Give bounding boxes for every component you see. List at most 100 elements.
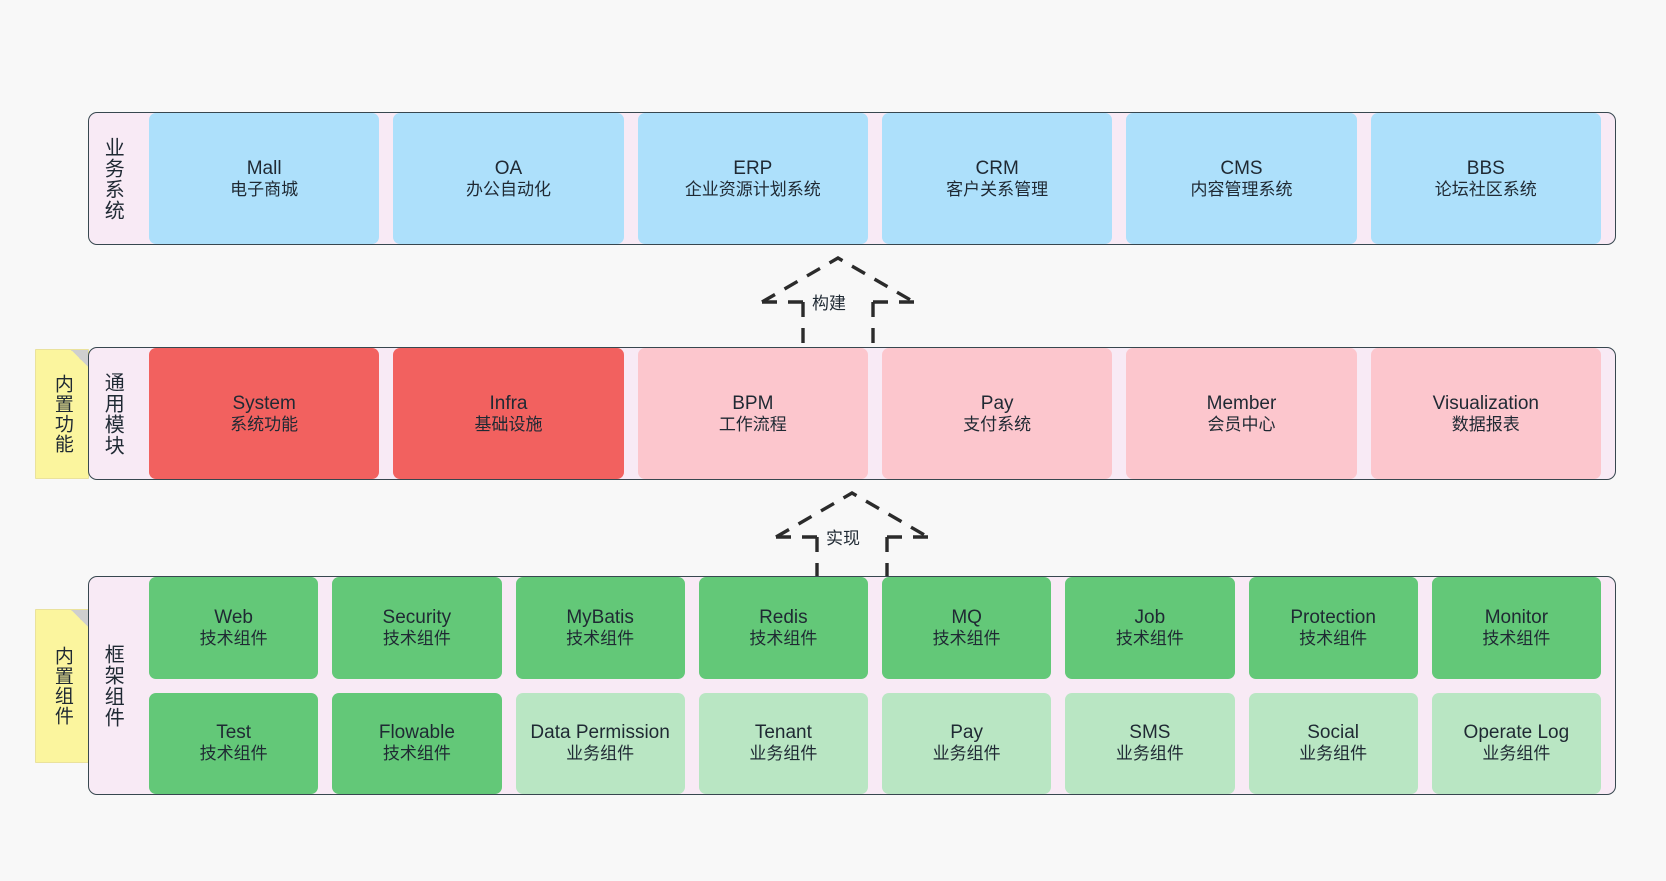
section-label-framework-components: 框架组件 [101, 643, 124, 728]
sticky-note-builtin-features: 内置功能 [36, 350, 88, 478]
card-member[interactable]: Member 会员中心 [1126, 348, 1357, 479]
card-title: Operate Log [1463, 722, 1570, 744]
card-title: Pay [980, 392, 1014, 414]
card-bbs[interactable]: BBS 论坛社区系统 [1370, 113, 1601, 244]
card-security[interactable]: Security 技术组件 [332, 577, 502, 679]
card-title: Data Permission [530, 722, 670, 744]
card-subtitle: 技术组件 [382, 628, 451, 648]
arrow-label-build: 构建 [810, 289, 848, 314]
sticky-note-label: 内置组件 [51, 646, 73, 726]
card-title: Protection [1290, 606, 1376, 628]
card-title: Member [1206, 392, 1277, 414]
sticky-note-builtin-components: 内置组件 [36, 610, 88, 762]
card-grid-framework-components: Web 技术组件 Security 技术组件 MyBatis 技术组件 Redi… [135, 577, 1615, 794]
card-title: CMS [1220, 157, 1263, 179]
arrow-label-implement: 实现 [824, 524, 862, 549]
dashed-arrow-icon [761, 256, 915, 344]
card-title: Monitor [1484, 606, 1549, 628]
card-job[interactable]: Job 技术组件 [1065, 577, 1235, 679]
card-mybatis[interactable]: MyBatis 技术组件 [515, 577, 685, 679]
card-title: Mall [246, 157, 282, 179]
section-label-business-systems: 业务系统 [101, 136, 124, 221]
dashed-arrow-icon [775, 491, 929, 579]
card-subtitle: 业务组件 [749, 744, 818, 764]
card-sms[interactable]: SMS 业务组件 [1065, 692, 1235, 794]
card-grid-common-modules: System 系统功能 Infra 基础设施 BPM 工作流程 Pay 支付系统… [135, 348, 1615, 479]
card-pay-module[interactable]: Pay 支付系统 [881, 348, 1113, 479]
card-pay-component[interactable]: Pay 业务组件 [882, 692, 1052, 794]
card-subtitle: 数据报表 [1451, 414, 1520, 434]
card-data-permission[interactable]: Data Permission 业务组件 [515, 692, 685, 794]
card-subtitle: 技术组件 [566, 628, 635, 648]
card-row: System 系统功能 Infra 基础设施 BPM 工作流程 Pay 支付系统… [149, 348, 1601, 479]
card-mq[interactable]: MQ 技术组件 [882, 577, 1052, 679]
card-subtitle: 技术组件 [1482, 628, 1551, 648]
card-subtitle: 客户关系管理 [946, 179, 1049, 199]
card-subtitle: 电子商城 [230, 179, 299, 199]
card-subtitle: 会员中心 [1207, 414, 1276, 434]
card-title: SMS [1129, 722, 1171, 744]
card-subtitle: 论坛社区系统 [1434, 179, 1537, 199]
card-subtitle: 技术组件 [199, 744, 268, 764]
card-subtitle: 业务组件 [1115, 744, 1184, 764]
card-subtitle: 工作流程 [718, 414, 787, 434]
card-subtitle: 技术组件 [749, 628, 818, 648]
card-bpm[interactable]: BPM 工作流程 [637, 348, 868, 479]
section-framework-components: 框架组件 Web 技术组件 Security 技术组件 MyBatis 技术组件… [88, 576, 1616, 795]
card-subtitle: 技术组件 [199, 628, 268, 648]
card-infra[interactable]: Infra 基础设施 [393, 348, 624, 479]
card-title: MyBatis [566, 606, 634, 628]
card-cms[interactable]: CMS 内容管理系统 [1126, 113, 1357, 244]
card-test[interactable]: Test 技术组件 [149, 692, 319, 794]
card-social[interactable]: Social 业务组件 [1248, 692, 1418, 794]
section-common-modules: 通用模块 System 系统功能 Infra 基础设施 BPM 工作流程 Pay… [88, 347, 1616, 480]
arrow-build: 构建 [748, 252, 928, 347]
card-subtitle: 内容管理系统 [1190, 179, 1293, 199]
card-row: Test 技术组件 Flowable 技术组件 Data Permission … [149, 692, 1601, 794]
card-subtitle: 支付系统 [963, 414, 1032, 434]
card-title: BPM [732, 392, 774, 414]
card-redis[interactable]: Redis 技术组件 [698, 577, 868, 679]
section-label-common-modules: 通用模块 [101, 371, 124, 456]
card-subtitle: 技术组件 [382, 744, 451, 764]
card-protection[interactable]: Protection 技术组件 [1248, 577, 1418, 679]
arrow-implement: 实现 [762, 487, 942, 582]
section-business-systems: 业务系统 Mall 电子商城 OA 办公自动化 ERP 企业资源计划系统 CRM… [88, 112, 1616, 245]
card-title: Flowable [378, 722, 455, 744]
card-system[interactable]: System 系统功能 [149, 348, 380, 479]
card-title: Social [1307, 722, 1359, 744]
card-erp[interactable]: ERP 企业资源计划系统 [637, 113, 868, 244]
card-title: Web [214, 606, 253, 628]
card-mall[interactable]: Mall 电子商城 [149, 113, 380, 244]
card-title: Visualization [1432, 392, 1539, 414]
card-title: MQ [951, 606, 982, 628]
card-subtitle: 技术组件 [1299, 628, 1368, 648]
card-title: Pay [950, 722, 983, 744]
card-crm[interactable]: CRM 客户关系管理 [881, 113, 1113, 244]
card-subtitle: 业务组件 [1482, 744, 1551, 764]
card-row: Web 技术组件 Security 技术组件 MyBatis 技术组件 Redi… [149, 577, 1601, 679]
card-title: Tenant [754, 722, 812, 744]
card-web[interactable]: Web 技术组件 [149, 577, 319, 679]
card-row: Mall 电子商城 OA 办公自动化 ERP 企业资源计划系统 CRM 客户关系… [149, 113, 1601, 244]
card-subtitle: 基础设施 [474, 414, 543, 434]
card-flowable[interactable]: Flowable 技术组件 [332, 692, 502, 794]
card-title: Test [216, 722, 252, 744]
card-subtitle: 业务组件 [932, 744, 1001, 764]
card-subtitle: 业务组件 [1299, 744, 1368, 764]
card-title: CRM [975, 157, 1019, 179]
card-oa[interactable]: OA 办公自动化 [393, 113, 624, 244]
card-monitor[interactable]: Monitor 技术组件 [1431, 577, 1601, 679]
card-title: Redis [759, 606, 808, 628]
card-subtitle: 企业资源计划系统 [684, 179, 821, 199]
card-title: OA [494, 157, 523, 179]
card-visualization[interactable]: Visualization 数据报表 [1370, 348, 1601, 479]
card-title: Job [1134, 606, 1166, 628]
card-title: Security [382, 606, 452, 628]
card-subtitle: 技术组件 [1115, 628, 1184, 648]
card-operate-log[interactable]: Operate Log 业务组件 [1431, 692, 1601, 794]
card-title: BBS [1466, 157, 1505, 179]
card-title: System [232, 392, 296, 414]
card-tenant[interactable]: Tenant 业务组件 [698, 692, 868, 794]
